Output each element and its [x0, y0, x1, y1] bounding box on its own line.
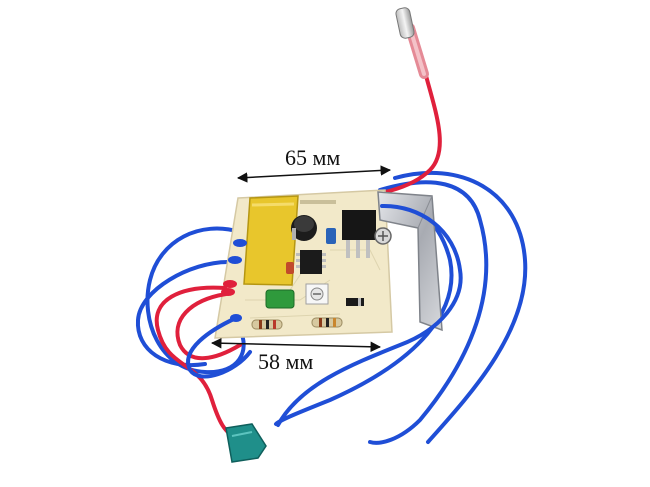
- dimension-arrow-length: [210, 337, 382, 353]
- power-transistor: [342, 210, 376, 258]
- small-capacitor: [286, 262, 294, 274]
- wire-solder-points: [221, 239, 247, 322]
- diode: [346, 298, 364, 306]
- red-wires-bottom: [154, 285, 242, 438]
- capacitor-yellow: [243, 195, 299, 286]
- resistor: [251, 319, 283, 330]
- dimension-length-label: 58 мм: [258, 349, 313, 374]
- film-capacitor-green: [265, 289, 295, 309]
- dimension-arrow-width: [236, 165, 392, 183]
- blue-wires-front: [186, 203, 463, 427]
- electrolytic-capacitor: [291, 215, 317, 241]
- dimension-width-label: 65 мм: [285, 145, 340, 170]
- ic-chip: [296, 250, 326, 274]
- small-capacitor: [326, 228, 336, 244]
- terminal-connector: [395, 7, 415, 39]
- trimmer-potentiometer: [305, 283, 329, 305]
- heatsink-bracket: [377, 191, 443, 332]
- resistor: [311, 317, 343, 328]
- green-connector: [225, 423, 267, 463]
- mounting-screw: [374, 227, 392, 245]
